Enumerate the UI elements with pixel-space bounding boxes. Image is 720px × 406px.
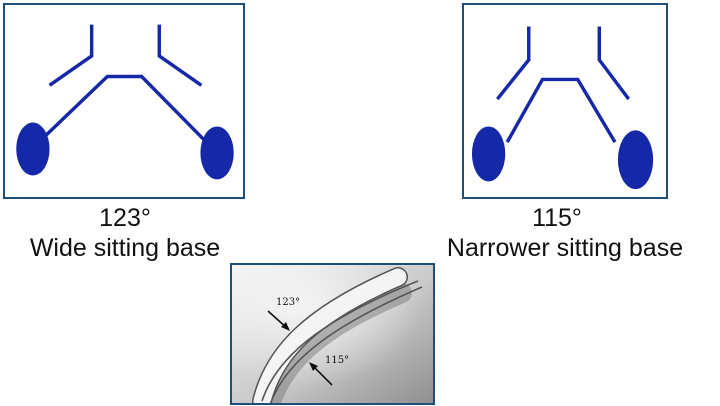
left-prong (496, 26, 531, 101)
wide-base-diagram (3, 3, 245, 199)
narrow-base-figure (471, 26, 654, 190)
wide-base-caption: Wide sitting base (29, 234, 221, 262)
wide-base-figure (16, 24, 234, 180)
left-wheel (16, 122, 50, 176)
narrow-angle-label: 115° (532, 204, 582, 232)
wide-angle-label: 123° (99, 204, 151, 232)
frame-bend-closeup: 123° 115° (230, 263, 435, 405)
right-prong (157, 24, 203, 87)
left-prong (48, 24, 94, 87)
narrow-base-diagram (462, 3, 668, 199)
left-wheel (471, 126, 506, 182)
wide-frame (37, 74, 213, 149)
bend-figure: 123° 115° (232, 265, 433, 403)
right-wheel (200, 126, 234, 180)
narrow-base-caption: Narrower sitting base (446, 234, 684, 262)
right-wheel (617, 130, 654, 190)
inner-angle-label: 115° (325, 355, 349, 366)
outer-angle-label: 123° (276, 297, 300, 308)
inner-tube-line (261, 280, 419, 402)
right-prong (597, 26, 631, 101)
narrow-frame (505, 77, 617, 144)
